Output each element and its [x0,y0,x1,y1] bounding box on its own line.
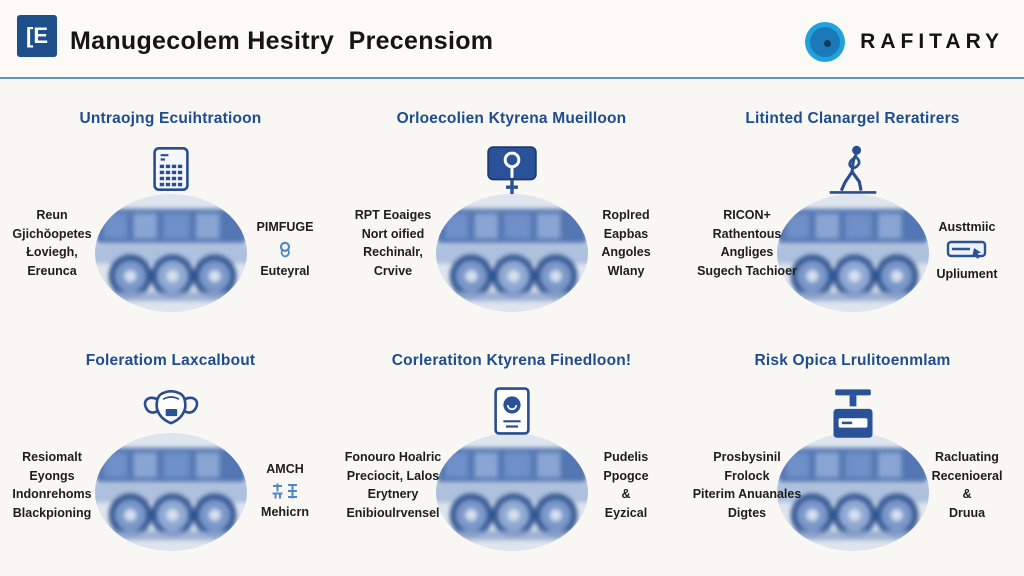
header: [E Manugecolem Hesitry Precensiom RAFITA… [0,0,1024,77]
label-line: Nort oified [361,226,425,241]
label-line: Resiomalt [22,450,82,464]
machine-photo [94,433,247,551]
label-line: & [621,487,631,501]
right-labels: Roplred Eapbas Angoles Wlany [571,206,681,280]
label-line: Enibioulrvensel [346,505,440,520]
left-labels: Fonouro Hoalric Preciocit, Lalos Erytner… [338,448,448,522]
scanner-key-icon [341,144,682,198]
left-labels: RPT Eoaiges Nort oified Rechinalr, Crviv… [338,206,448,280]
label-line: Reun [36,208,68,222]
brand-name: RAFITARY [860,30,1004,53]
label-line: Austtmiic [938,220,996,234]
label-line: Rechinalr, [363,245,423,259]
section-title: Orloecolien Ktyrena Mueilloon [396,110,627,127]
label-line: Mehicrn [261,504,309,519]
swirl-glyph-icon [230,240,340,259]
label-line: Crvive [373,263,413,278]
left-labels: Prosbysinil Frolock Piterim Anuanales Di… [692,448,802,522]
label-line: Piterim Anuanales [692,487,802,501]
section-title: Foleratiom Laxcalbout [85,352,256,369]
walking-person-icon [682,144,1023,196]
label-line: Frolock [724,468,770,483]
section-orloecolien-ktyrena-mueilloon: Orloecolien Ktyrena Mueilloon RPT Eoaige… [341,96,682,344]
calculator-icon [0,144,341,194]
label-line: Eyzical [604,505,648,520]
label-line: Erytnery [367,487,419,501]
machine-photo [776,433,929,551]
left-labels: Resiomalt Eyongs Indonrehoms Blackpionin… [0,448,107,522]
label-line: RPT Eoaiges [354,208,432,222]
cjk-glyph-icon [230,482,340,500]
section-title: Untraojng Ecuihtratioon [79,110,262,127]
right-labels: PIMFUGE Euteyral [230,206,340,280]
brand-target-icon [805,22,846,62]
label-line: Łoviegh, [26,245,78,259]
machine-photo [435,433,588,551]
label-line: Blackpioning [12,505,92,520]
label-line: Rathentous [712,226,782,241]
left-labels: Reun Gjichŏopetes Łoviegh, Ereunca [0,206,107,280]
label-line: Digtes [727,505,767,520]
section-untraojng-ecuihtratioon: Untraojng Ecuihtratioon Reun Gjichŏopete… [0,96,341,344]
section-title: Corleratiton Ktyrena Finedloon! [391,352,632,369]
label-line: Prosbysinil [713,450,781,464]
label-line: Roplred [602,208,650,222]
section-litinted-clanargel-reratirers: Litinted Clanargel Reratirers RICON+ Rat… [682,96,1023,344]
label-line: Indonrehoms [12,487,92,501]
header-divider [0,77,1024,79]
section-title: Litinted Clanargel Reratirers [745,110,960,127]
label-line: Druua [948,505,986,520]
right-labels: AMCH Mehicrn [230,448,340,521]
label-line: & [962,487,972,501]
label-line: Gjichŏopetes [12,226,92,241]
label-line: Eyongs [29,468,75,483]
section-risk-opica-lrulitoenmlam: Risk Opica Lrulitoenmlam Prosbysinil Fro… [682,338,1023,576]
company-logo-icon: [E [17,15,57,57]
left-labels: RICON+ Rathentous Angliges Sugech Tachio… [692,206,802,280]
label-line: Pudelis [603,450,649,464]
button-glyph-icon [912,240,1022,262]
label-line: Eapbas [603,226,649,241]
label-line: AMCH [266,462,304,476]
label-line: Wlany [607,263,645,278]
right-labels: Racluating Recenioeral & Druua [912,448,1022,522]
label-line: Preciocit, Lalos [346,468,440,483]
label-line: PIMFUGE [256,220,314,234]
company-logo-glyph: [E [26,23,48,48]
page-title: Manugecolem Hesitry Precensiom [70,27,494,55]
section-corleratiton-ktyrena-finedloon: Corleratiton Ktyrena Finedloon! Fonouro … [341,338,682,576]
right-labels: Pudelis Ppogce & Eyzical [571,448,681,522]
label-line: Sugech Tachioer [697,263,797,278]
section-title: Risk Opica Lrulitoenmlam [754,352,951,369]
label-line: Upliument [936,266,998,281]
face-mask-icon [0,386,341,432]
label-line: Angoles [601,245,651,259]
machine-photo [435,194,588,312]
id-card-icon [341,386,682,436]
section-foleratiom-laxcalbout: Foleratiom Laxcalbout Resiomalt Eyongs I… [0,338,341,576]
label-line: Recenioeral [931,468,1003,483]
label-line: Euteyral [260,263,310,278]
machine-photo [94,194,247,312]
label-line: Ereunca [27,263,77,278]
right-labels: Austtmiic Upliument [912,206,1022,283]
label-line: RICON+ [723,208,771,222]
label-line: Racluating [935,450,999,464]
label-line: Angliges [720,245,774,259]
brand-lockup: RAFITARY [805,22,1004,62]
machine-photo [776,194,929,312]
label-line: Ppogce [603,468,649,483]
funnel-machine-icon [682,386,1023,442]
label-line: Fonouro Hoalric [344,450,442,464]
